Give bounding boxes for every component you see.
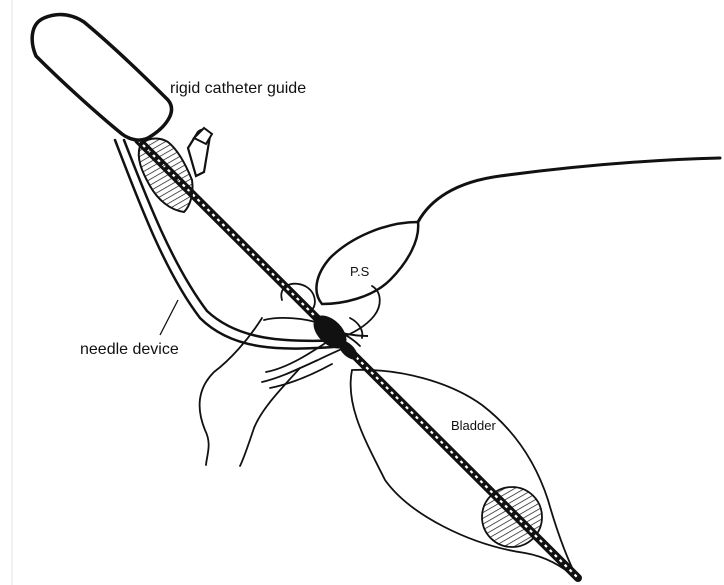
label-pubic-symphysis: P.S [350,264,370,279]
guide-hatched-block [139,139,193,212]
hand [200,284,380,466]
label-rigid-catheter-guide: rigid catheter guide [170,80,306,97]
label-needle-device: needle device [80,341,179,358]
needle-leader-line [160,300,178,335]
rigid-catheter-guide-handle [32,15,171,140]
label-bladder: Bladder [451,418,496,433]
skin-contour [418,158,720,222]
pubic-symphysis [316,222,418,304]
catheter-rod-stripe [138,140,578,578]
